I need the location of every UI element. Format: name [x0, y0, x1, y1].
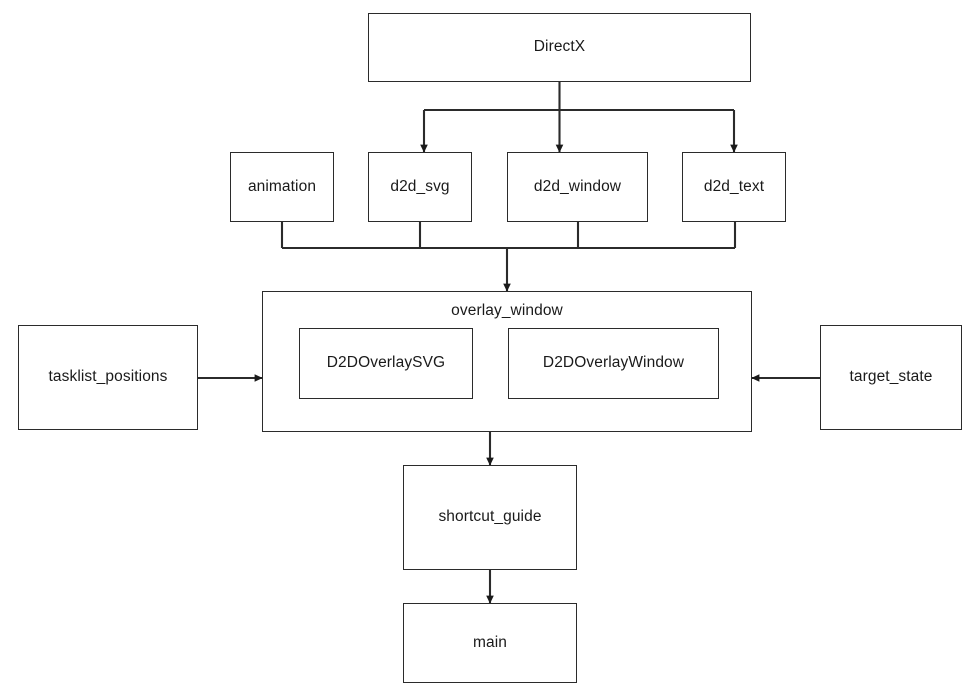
- node-overlay-window[interactable]: overlay_window D2DOverlaySVG D2DOverlayW…: [262, 291, 752, 432]
- node-target-state[interactable]: target_state: [820, 325, 962, 430]
- node-d2d-svg[interactable]: d2d_svg: [368, 152, 472, 222]
- node-d2d-text-label: d2d_text: [703, 177, 765, 195]
- node-main-label: main: [473, 633, 507, 651]
- node-shortcut-guide[interactable]: shortcut_guide: [403, 465, 577, 570]
- node-d2d-overlay-window[interactable]: D2DOverlayWindow: [508, 328, 719, 399]
- node-target-state-label: target_state: [849, 368, 933, 386]
- node-d2d-text[interactable]: d2d_text: [682, 152, 786, 222]
- node-main[interactable]: main: [403, 603, 577, 683]
- node-d2d-overlay-svg-label: D2DOverlaySVG: [326, 354, 446, 372]
- node-animation[interactable]: animation: [230, 152, 334, 222]
- node-shortcut-guide-label: shortcut_guide: [438, 508, 542, 526]
- node-tasklist-positions[interactable]: tasklist_positions: [18, 325, 198, 430]
- node-d2d-overlay-svg[interactable]: D2DOverlaySVG: [299, 328, 473, 399]
- node-directx-label: DirectX: [533, 38, 586, 56]
- node-d2d-window[interactable]: d2d_window: [507, 152, 648, 222]
- node-directx[interactable]: DirectX: [368, 13, 751, 82]
- node-tasklist-positions-label: tasklist_positions: [48, 368, 168, 386]
- node-d2d-svg-label: d2d_svg: [390, 177, 450, 195]
- node-d2d-window-label: d2d_window: [533, 177, 622, 195]
- node-overlay-window-label: overlay_window: [451, 302, 563, 319]
- node-animation-label: animation: [247, 177, 317, 195]
- node-d2d-overlay-window-label: D2DOverlayWindow: [542, 354, 685, 372]
